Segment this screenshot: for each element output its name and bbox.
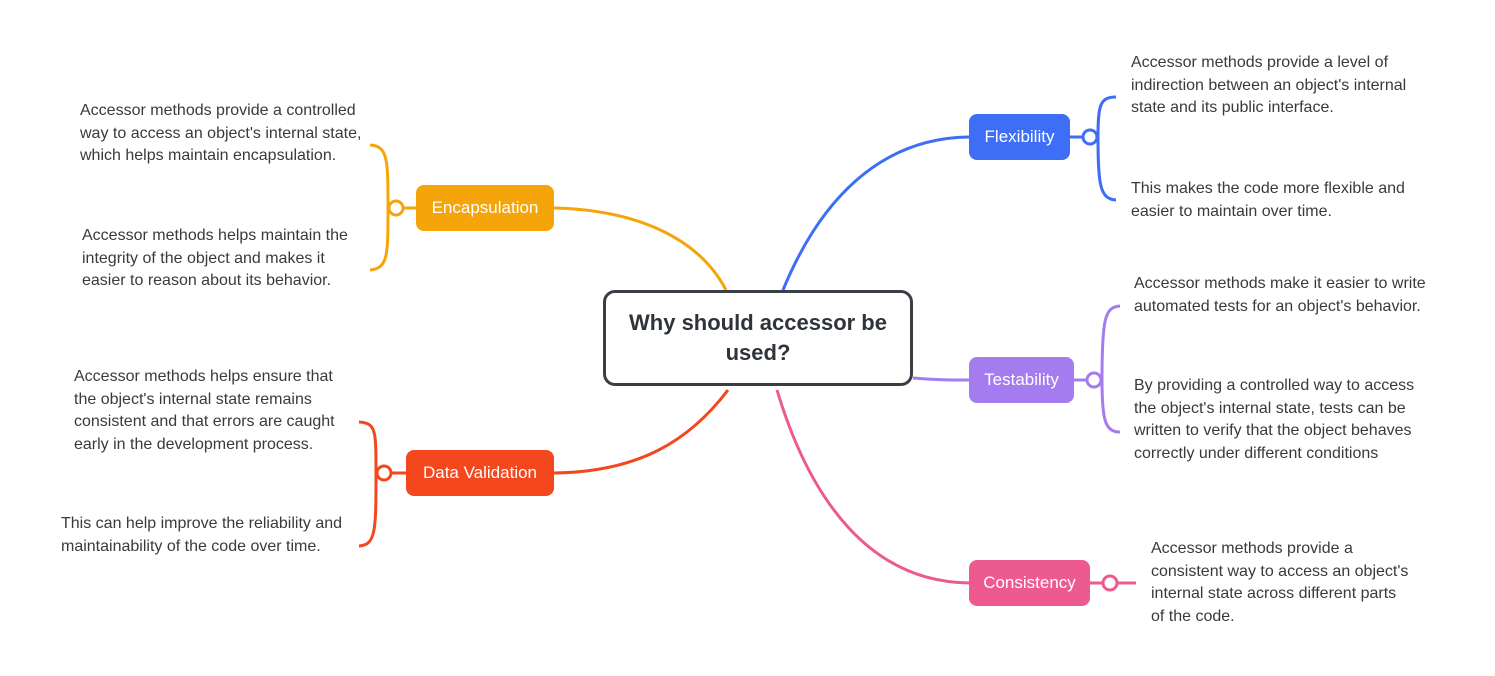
link-central-consistency xyxy=(775,389,970,585)
topic-encapsulation-label: Encapsulation xyxy=(431,198,539,217)
topic-testability-label: Testability xyxy=(984,370,1059,389)
leaf-flexibility-1[interactable]: Accessor methods provide a level of indi… xyxy=(1131,54,1407,116)
topic-consistency[interactable]: Consistency xyxy=(969,560,1090,606)
central-topic-title: Why should accessor be used? xyxy=(629,310,887,365)
topic-data-validation[interactable]: Data Validation xyxy=(406,450,554,496)
data-validation-connector-dot xyxy=(375,464,393,482)
topic-consistency-label: Consistency xyxy=(983,573,1076,592)
link-central-data-validation xyxy=(553,389,730,475)
link-central-testability xyxy=(912,376,970,382)
bracket-flexibility xyxy=(1070,95,1117,202)
flexibility-connector-dot xyxy=(1081,128,1099,146)
leaf-encapsulation-1[interactable]: Accessor methods provide a controlled wa… xyxy=(80,102,362,164)
encapsulation-connector-dot xyxy=(387,199,405,217)
leaf-flexibility-2[interactable]: This makes the code more flexible and ea… xyxy=(1131,180,1405,220)
topic-data-validation-label: Data Validation xyxy=(422,463,538,482)
consistency-connector-dot xyxy=(1101,574,1119,592)
central-topic[interactable]: Why should accessor be used? xyxy=(603,290,913,386)
leaf-data-validation-1[interactable]: Accessor methods helps ensure that the o… xyxy=(74,368,335,453)
link-central-encapsulation xyxy=(553,206,728,291)
leaf-testability-2[interactable]: By providing a controlled way to access … xyxy=(1134,377,1415,462)
leaf-testability-1[interactable]: Accessor methods make it easier to write… xyxy=(1134,275,1426,315)
bracket-testability xyxy=(1074,304,1121,434)
bracket-data-validation xyxy=(358,420,406,548)
leaf-consistency-1[interactable]: Accessor methods provide a consistent wa… xyxy=(1151,540,1409,625)
bracket-encapsulation xyxy=(369,143,416,272)
topic-testability[interactable]: Testability xyxy=(969,357,1074,403)
topic-flexibility[interactable]: Flexibility xyxy=(969,114,1070,160)
topic-encapsulation[interactable]: Encapsulation xyxy=(416,185,554,231)
topic-flexibility-label: Flexibility xyxy=(984,127,1055,146)
testability-connector-dot xyxy=(1085,371,1103,389)
link-central-flexibility xyxy=(781,135,970,291)
leaf-data-validation-2[interactable]: This can help improve the reliability an… xyxy=(61,515,343,555)
leaf-encapsulation-2[interactable]: Accessor methods helps maintain the inte… xyxy=(82,227,348,289)
